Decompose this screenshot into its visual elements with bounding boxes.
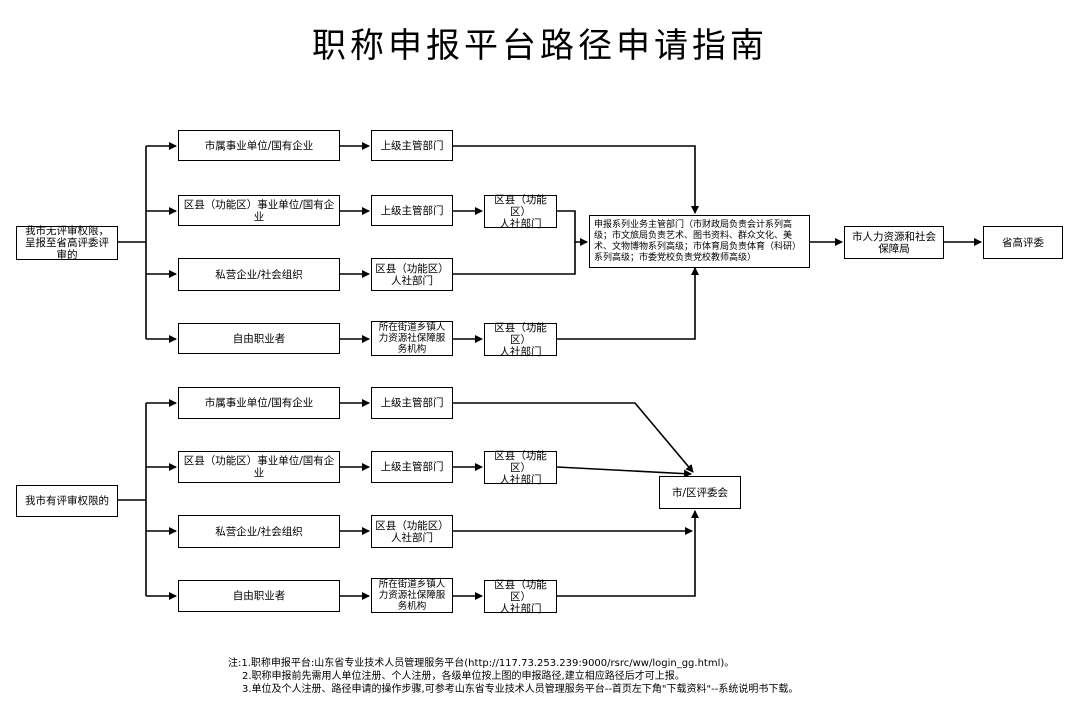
step-street-service: 所在街道乡镇人力资源社保障服务机构 (371, 321, 453, 356)
step-district-hr: 区县（功能区） 人社部门 (484, 194, 557, 230)
step-superior-dept: 上级主管部门 (371, 195, 453, 226)
hr-bureau-box: 市人力资源和社会保障局 (844, 226, 944, 259)
note-2: 2.职称申报前先需用人单位注册、个人注册，各级单位按上图的申报路径,建立相应路径… (242, 671, 685, 682)
note-1: 注:1.职称申报平台:山东省专业技术人员管理服务平台(http://117.73… (228, 658, 735, 669)
org-city-enterprise: 市属事业单位/国有企业 (178, 130, 340, 161)
org-freelancer: 自由职业者 (178, 580, 340, 612)
org-city-enterprise: 市属事业单位/国有企业 (178, 387, 340, 419)
step-district-hr: 区县（功能区） 人社部门 (371, 515, 453, 548)
org-freelancer: 自由职业者 (178, 323, 340, 354)
org-private: 私营企业/社会组织 (178, 515, 340, 548)
step-superior-dept: 上级主管部门 (371, 451, 453, 483)
org-private: 私营企业/社会组织 (178, 258, 340, 291)
start-with-authority: 我市有评审权限的 (16, 485, 118, 517)
note-3: 3.单位及个人注册、路径申请的操作步骤,可参考山东省专业技术人员管理服务平台--… (242, 684, 799, 695)
start-no-authority: 我市无评审权限，呈报至省高评委评审的 (16, 225, 118, 261)
page-title: 职称申报平台路径申请指南 (312, 26, 768, 66)
step-district-hr: 区县（功能区） 人社部门 (484, 322, 557, 358)
provincial-committee-box: 省高评委 (983, 226, 1063, 259)
step-street-service: 所在街道乡镇人力资源社保障服务机构 (371, 578, 453, 613)
step-district-hr: 区县（功能区） 人社部门 (484, 579, 557, 615)
step-superior-dept: 上级主管部门 (371, 387, 453, 419)
footnotes: 注:1.职称申报平台:山东省专业技术人员管理服务平台(http://117.73… (228, 657, 798, 696)
step-district-hr: 区县（功能区） 人社部门 (371, 258, 453, 291)
step-district-hr: 区县（功能区） 人社部门 (484, 450, 557, 486)
step-superior-dept: 上级主管部门 (371, 130, 453, 161)
city-committee-box: 市/区评委会 (659, 476, 741, 509)
org-district-enterprise: 区县（功能区）事业单位/国有企业 (178, 195, 340, 226)
series-department-box: 申报系列业务主管部门（市财政局负责会计系列高级；市文旅局负责艺术、图书资料、群众… (589, 215, 810, 268)
org-district-enterprise: 区县（功能区）事业单位/国有企业 (178, 451, 340, 483)
